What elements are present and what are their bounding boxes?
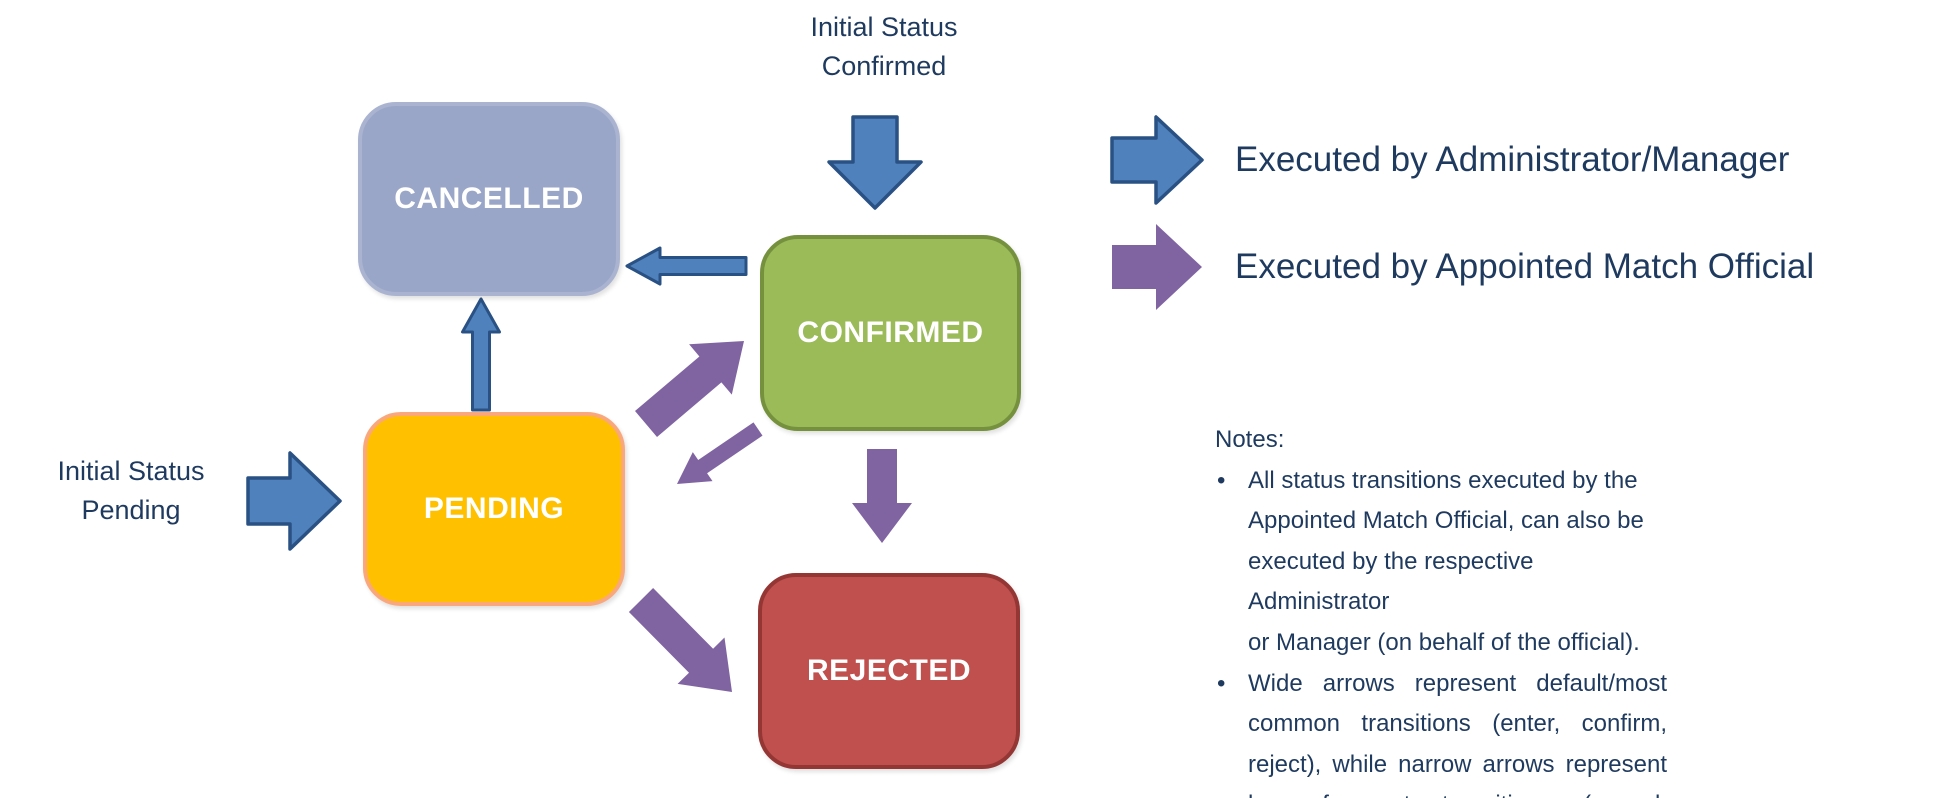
- arrow-cancel-from-confirmed: [625, 246, 748, 286]
- bullet-marker: •: [1217, 466, 1226, 494]
- legend-arrow-administrator: [1110, 115, 1204, 205]
- arrow-reject-from-pending: [628, 588, 732, 692]
- arrow-enter-pending: [246, 451, 342, 551]
- legend-label-official: Executed by Appointed Match Official: [1235, 247, 1815, 286]
- node-confirmed: CONFIRMED: [760, 235, 1021, 431]
- arrow-cancel-from-pending: [461, 297, 501, 412]
- note-line: Appointed Match Official, can also be: [1248, 507, 1644, 535]
- notes-bullet-2-text: Wide arrows represent default/most common…: [1248, 664, 1667, 798]
- node-pending: PENDING: [363, 412, 625, 606]
- note-line: less frequent transitions (cancel, rever…: [1248, 785, 1667, 798]
- node-rejected: REJECTED: [758, 573, 1020, 769]
- note-line: Wide arrows represent default/most: [1248, 669, 1667, 697]
- arrow-confirm: [635, 341, 744, 437]
- note-line: or Manager (on behalf of the official).: [1248, 628, 1640, 656]
- notes-bullet-1: • All status transitions executed by the…: [1215, 461, 1667, 664]
- node-cancelled: CANCELLED: [358, 102, 620, 296]
- node-rejected-label: REJECTED: [806, 654, 972, 687]
- notes-heading: Notes:: [1215, 426, 1285, 453]
- note-line: reject), while narrow arrows represent: [1248, 750, 1667, 778]
- legend-arrow-official: [1112, 224, 1202, 310]
- arrow-reject-from-confirmed: [852, 449, 912, 543]
- node-confirmed-label: CONFIRMED: [797, 316, 984, 349]
- notes-block: Notes: • All status transitions executed…: [1215, 420, 1667, 798]
- bullet-marker: •: [1217, 669, 1226, 697]
- arrow-revert: [677, 422, 763, 484]
- notes-bullet-2: • Wide arrows represent default/most comm…: [1215, 664, 1667, 798]
- node-pending-label: PENDING: [423, 492, 565, 525]
- note-line: executed by the respective Administrator: [1248, 547, 1534, 616]
- note-line: common transitions (enter, confirm,: [1248, 710, 1667, 738]
- arrow-enter-confirmed: [827, 115, 923, 210]
- legend-label-administrator: Executed by Administrator/Manager: [1235, 140, 1790, 179]
- annotation-initial-status-confirmed: Initial Status Confirmed: [810, 12, 958, 81]
- annotation-initial-status-pending: Initial Status Pending: [57, 456, 205, 525]
- note-line: All status transitions executed by the: [1248, 466, 1638, 494]
- node-cancelled-label: CANCELLED: [394, 182, 584, 215]
